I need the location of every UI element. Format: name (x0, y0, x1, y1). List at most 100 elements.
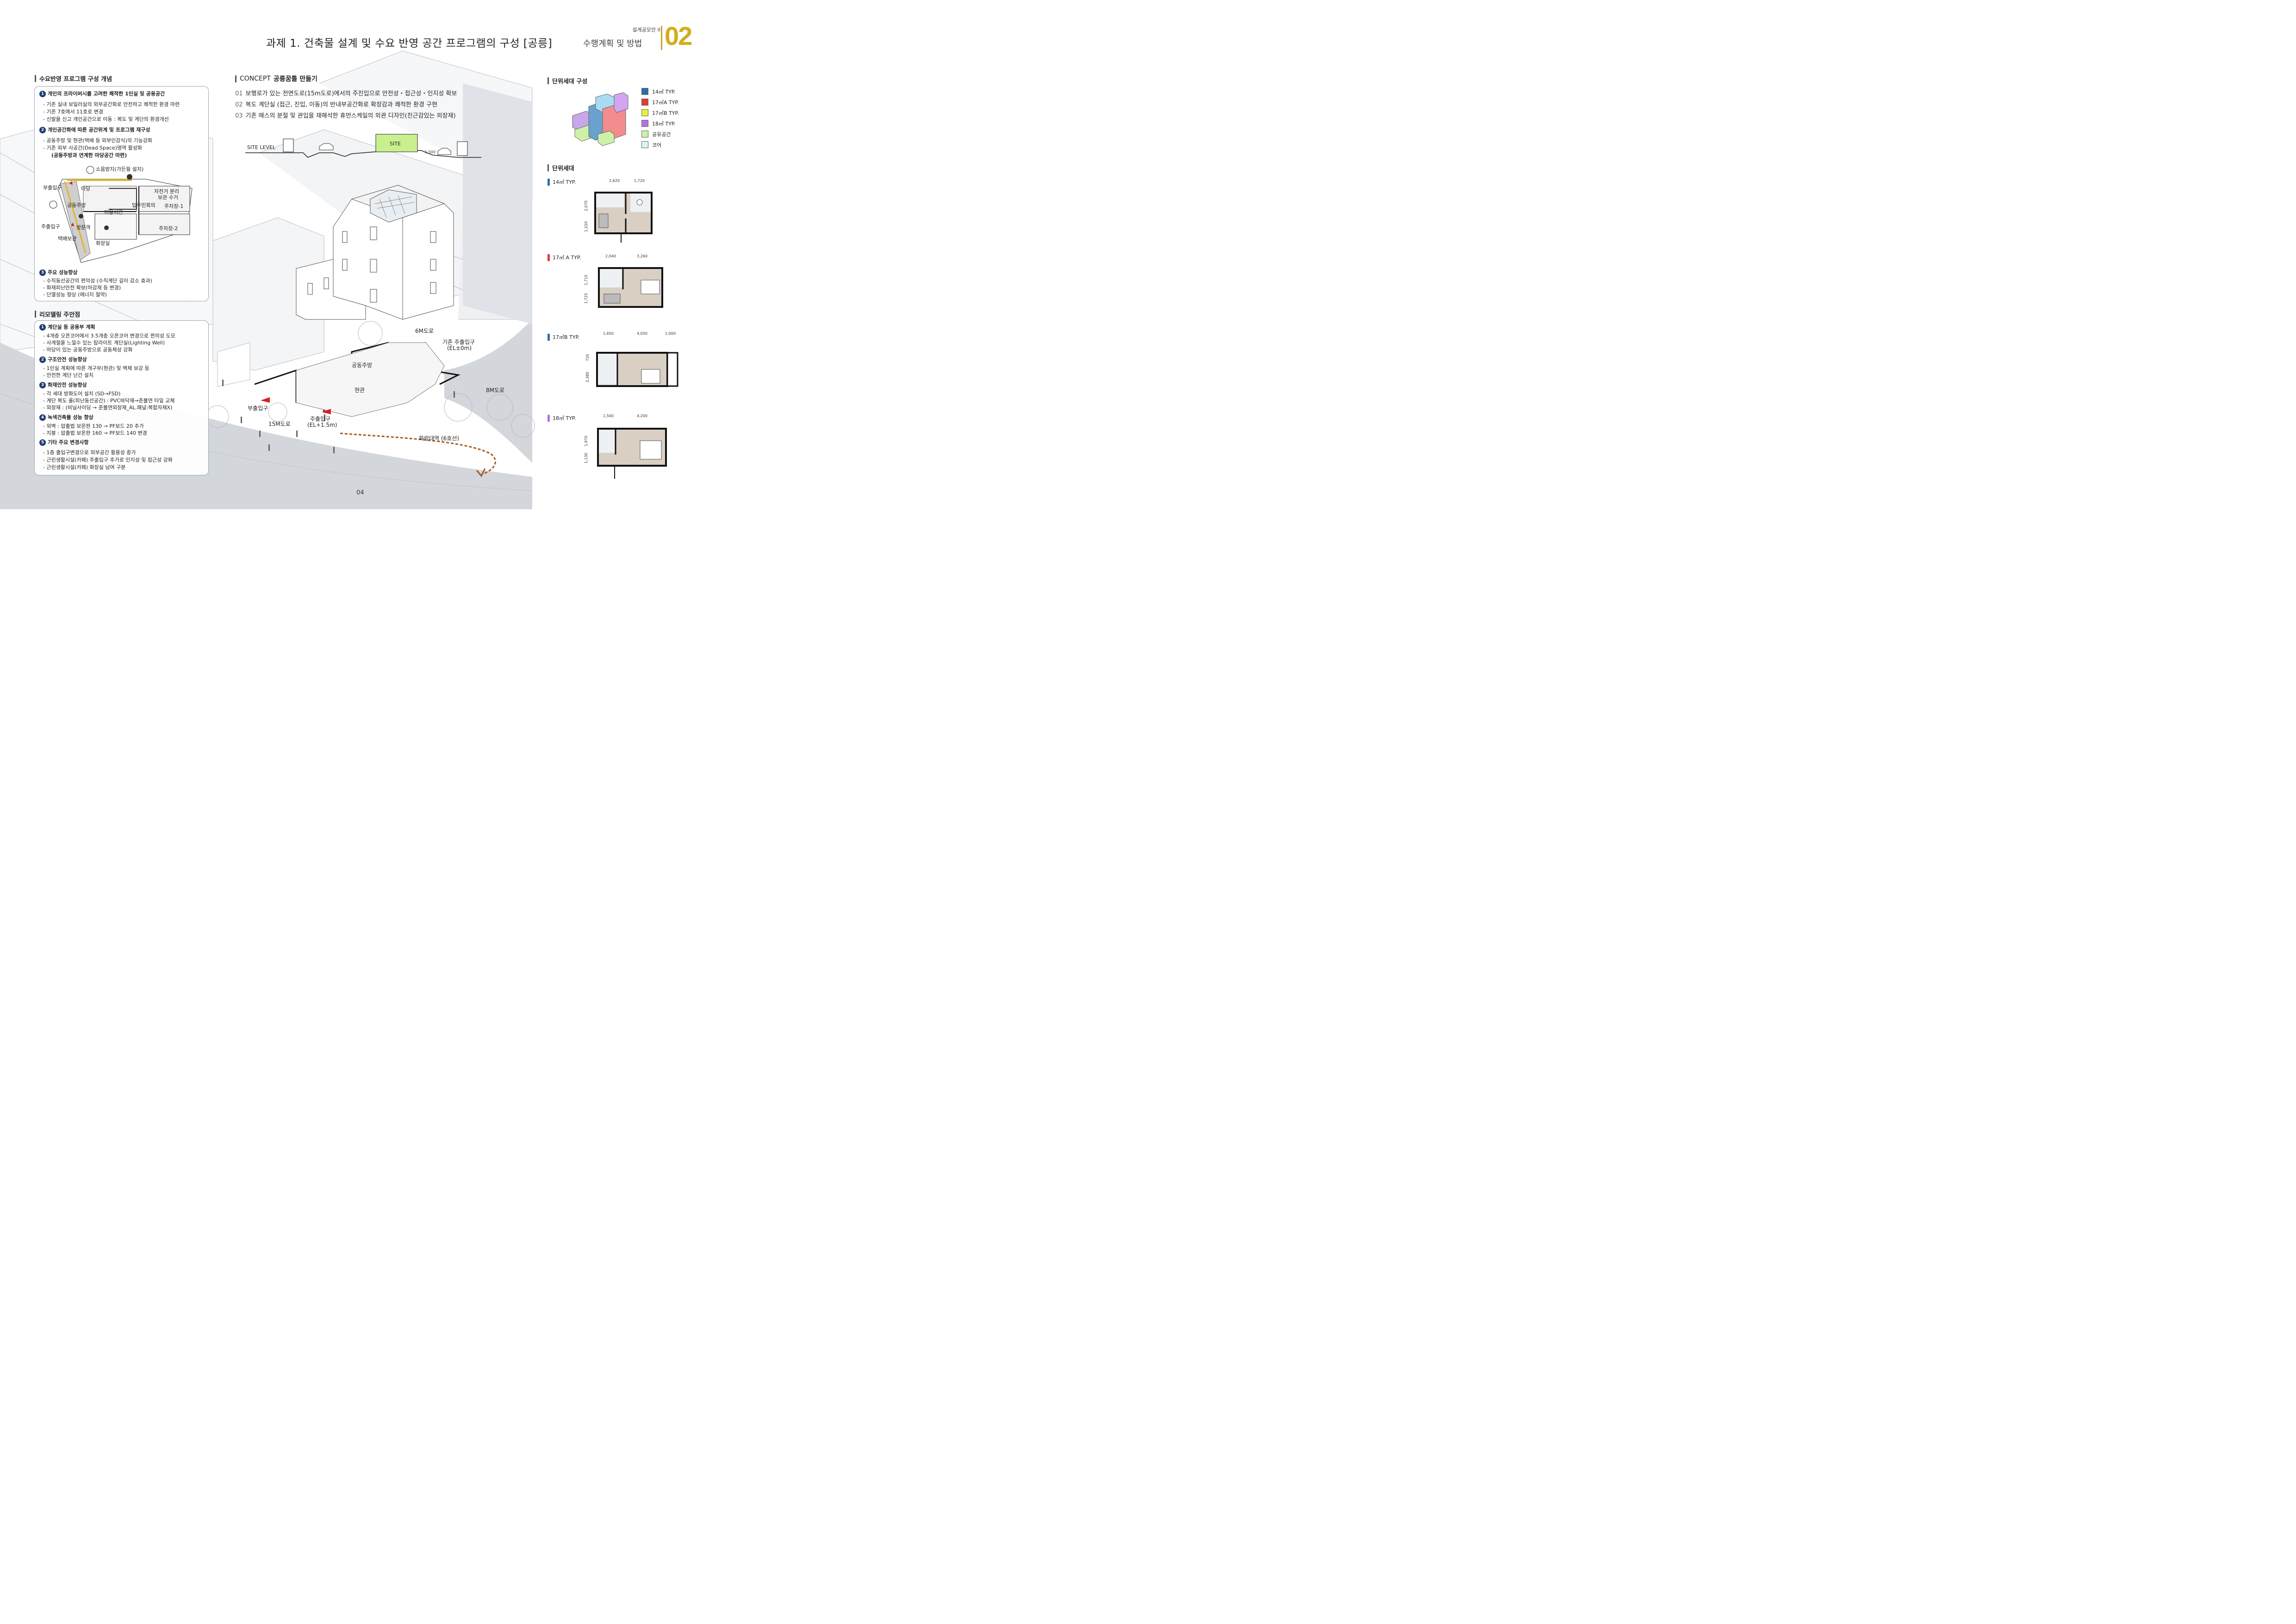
r3-title-text: 화재안전 성능향상 (48, 382, 87, 388)
number-2-icon: 2 (39, 127, 46, 133)
existing-entry-label: 기존 주출입구 (442, 339, 475, 345)
ground-floor-plan (49, 166, 193, 263)
unit-dimension: 1,720 (634, 179, 645, 183)
number-1-icon: 1 (39, 324, 46, 331)
section-title: 수요반영 프로그램 구성 개념 (39, 76, 112, 83)
unit-label-text: 18㎡ TYP. (553, 415, 576, 421)
unit-label-17a: 17㎡ A TYP. (548, 254, 581, 261)
station-label: 화랑대역 (6호선) (419, 435, 460, 442)
number-2-icon: 2 (39, 356, 46, 363)
item1-line: - 기존 7호에서 11호로 변경 (43, 109, 104, 115)
r5-title-text: 기타 주요 변경사항 (48, 439, 89, 445)
page-subtitle: 수행계획 및 방법 (583, 39, 642, 49)
plan-label-bike: 자전거 분리 (154, 188, 180, 194)
sub-entry-label: 부출입구 (248, 405, 268, 412)
concept-number: 03 (235, 112, 243, 119)
plan-label-parcel: 택배보관 (58, 236, 77, 242)
legend-item: 14㎡ TYP. (641, 86, 679, 97)
kitchen-label: 공동주방 (352, 362, 373, 369)
concept-text: 기존 매스의 분절 및 관입을 재해석한 휴먼스케일의 외관 디자인(친근감있는… (245, 112, 456, 119)
existing-entry-el: (EL±0m) (447, 345, 472, 351)
r3-line: - 각 세대 방화도어 설치 (SD→FSD) (43, 391, 121, 397)
r1-title-text: 계단실 등 공용부 계획 (48, 324, 95, 330)
plan-label-meeting2: 이용시간 (104, 209, 123, 215)
legend-label: 공유공간 (652, 131, 671, 137)
item3-line: - 수직동선공간의 편의성 (수직계단 길이 감소 효과) (43, 278, 152, 284)
item1-line: - 신발을 신고 개인공간으로 이동 : 복도 및 계단의 환경개선 (43, 116, 169, 122)
unit-dimension: 1,130 (584, 453, 588, 463)
site-level-label: SITE LEVEL (247, 144, 276, 150)
number-5-icon: 5 (39, 439, 46, 446)
item3-line: - 화재피난안전 확보(마감재 등 변경) (43, 285, 121, 291)
item3-line: - 단열성능 향상 (에너지 절약) (43, 292, 107, 298)
item2-line: - 기존 외부 사공간(Dead Space)영역 활성화 (43, 145, 142, 151)
unit-label-text: 17㎡B TYP. (553, 334, 579, 340)
plan-label-parking1: 주차장-1 (164, 203, 184, 209)
unit-dimension: 4,200 (637, 414, 647, 418)
unit-dimension: 1,970 (584, 436, 588, 446)
route-to-station-arrow (340, 432, 496, 475)
legend-label: 18㎡ TYP. (652, 120, 676, 127)
unit-color-swatch (548, 178, 550, 186)
legend-swatch (641, 131, 648, 137)
unit-dimension: 1,650 (603, 331, 614, 336)
r1-line: - 사계절을 느낄수 있는 탑라이트 계단실(Lighting Well) (43, 340, 165, 346)
unit-label-text: 17㎡ A TYP. (553, 255, 581, 261)
heading-marker (35, 75, 36, 82)
r4-line: - 지붕 : 압출법 보온판 160 → PF보드 140 변경 (43, 430, 147, 436)
unit-dimension: 1,220 (584, 221, 588, 232)
legend-label: 코어 (652, 142, 662, 148)
header-divider (661, 26, 662, 50)
concept-title: 공릉꿈틀 만들기 (273, 75, 317, 83)
site-label: SITE (390, 141, 401, 147)
plan-label-parking2: 주차장-2 (159, 225, 178, 231)
number-4-icon: 4 (39, 414, 46, 421)
page-title: 과제 1. 건축물 설계 및 수요 반영 공간 프로그램의 구성 [공릉] (266, 37, 553, 50)
heading-marker (548, 164, 549, 171)
plan-label-meeting: 입주민회의 (132, 202, 156, 208)
legend-label: 17㎡A TYP. (652, 99, 679, 106)
unit-label-14: 14㎡ TYP. (548, 178, 576, 186)
plan-label-main-entry: 주출입구 (41, 224, 60, 230)
header-series-label: 설계공모안 II (632, 27, 660, 33)
r2-title-text: 구조안전 성능향상 (48, 356, 87, 362)
r2-line: - 1인실 계획에 따른 개구부(현관) 및 벽체 보강 등 (43, 365, 149, 371)
item2-line: (공동주방과 연계한 마당공간 마련) (51, 152, 127, 158)
section-number: 02 (665, 21, 692, 50)
section-heading-program: 수요반영 프로그램 구성 개념 (35, 74, 112, 83)
r5-line: - 근린생활시설(카페) 주출입구 추가로 인지성 및 접근성 강화 (43, 457, 173, 463)
legend-swatch (641, 88, 648, 95)
item2-line: - 공동주방 및 현관(택배 등 외부인감식)의 기능강화 (43, 137, 152, 144)
main-entry-el: (EL+1.5m) (307, 422, 337, 428)
plan-label-noise: 소음방지(가든월 설치) (96, 166, 144, 172)
legend-label: 17㎡B TYP. (652, 110, 679, 116)
r1-line: - 마당이 있는 공동주방으로 공동체성 강화 (43, 347, 133, 353)
plan-label-yard: 마당 (81, 186, 91, 192)
unit-label-text: 14㎡ TYP. (553, 179, 576, 185)
legend-label: 14㎡ TYP. (652, 88, 676, 95)
unit-legend: 14㎡ TYP. 17㎡A TYP. 17㎡B TYP. 18㎡ TYP. 공유… (641, 86, 679, 150)
concept-text: 보행로가 있는 전면도로(15m도로)에서의 주진입으로 안전성・접근성・인지성… (245, 90, 457, 97)
main-entry-label: 주출입구 (310, 416, 331, 422)
legend-swatch (641, 141, 648, 148)
plan-label-sub-entry: 부출입구 (43, 185, 62, 191)
section-title: 리모델링 주안점 (39, 312, 81, 319)
legend-item: 17㎡A TYP. (641, 97, 679, 107)
page-number: 04 (356, 489, 364, 496)
legend-item: 공유공간 (641, 129, 679, 139)
number-1-icon: 1 (39, 91, 46, 97)
plan-label-kitchen: 공동주방 (67, 202, 86, 208)
heading-marker (548, 77, 549, 84)
legend-item: 17㎡B TYP. (641, 107, 679, 118)
unit-plan-18 (597, 428, 667, 479)
section-title: 단위세대 (552, 165, 574, 172)
